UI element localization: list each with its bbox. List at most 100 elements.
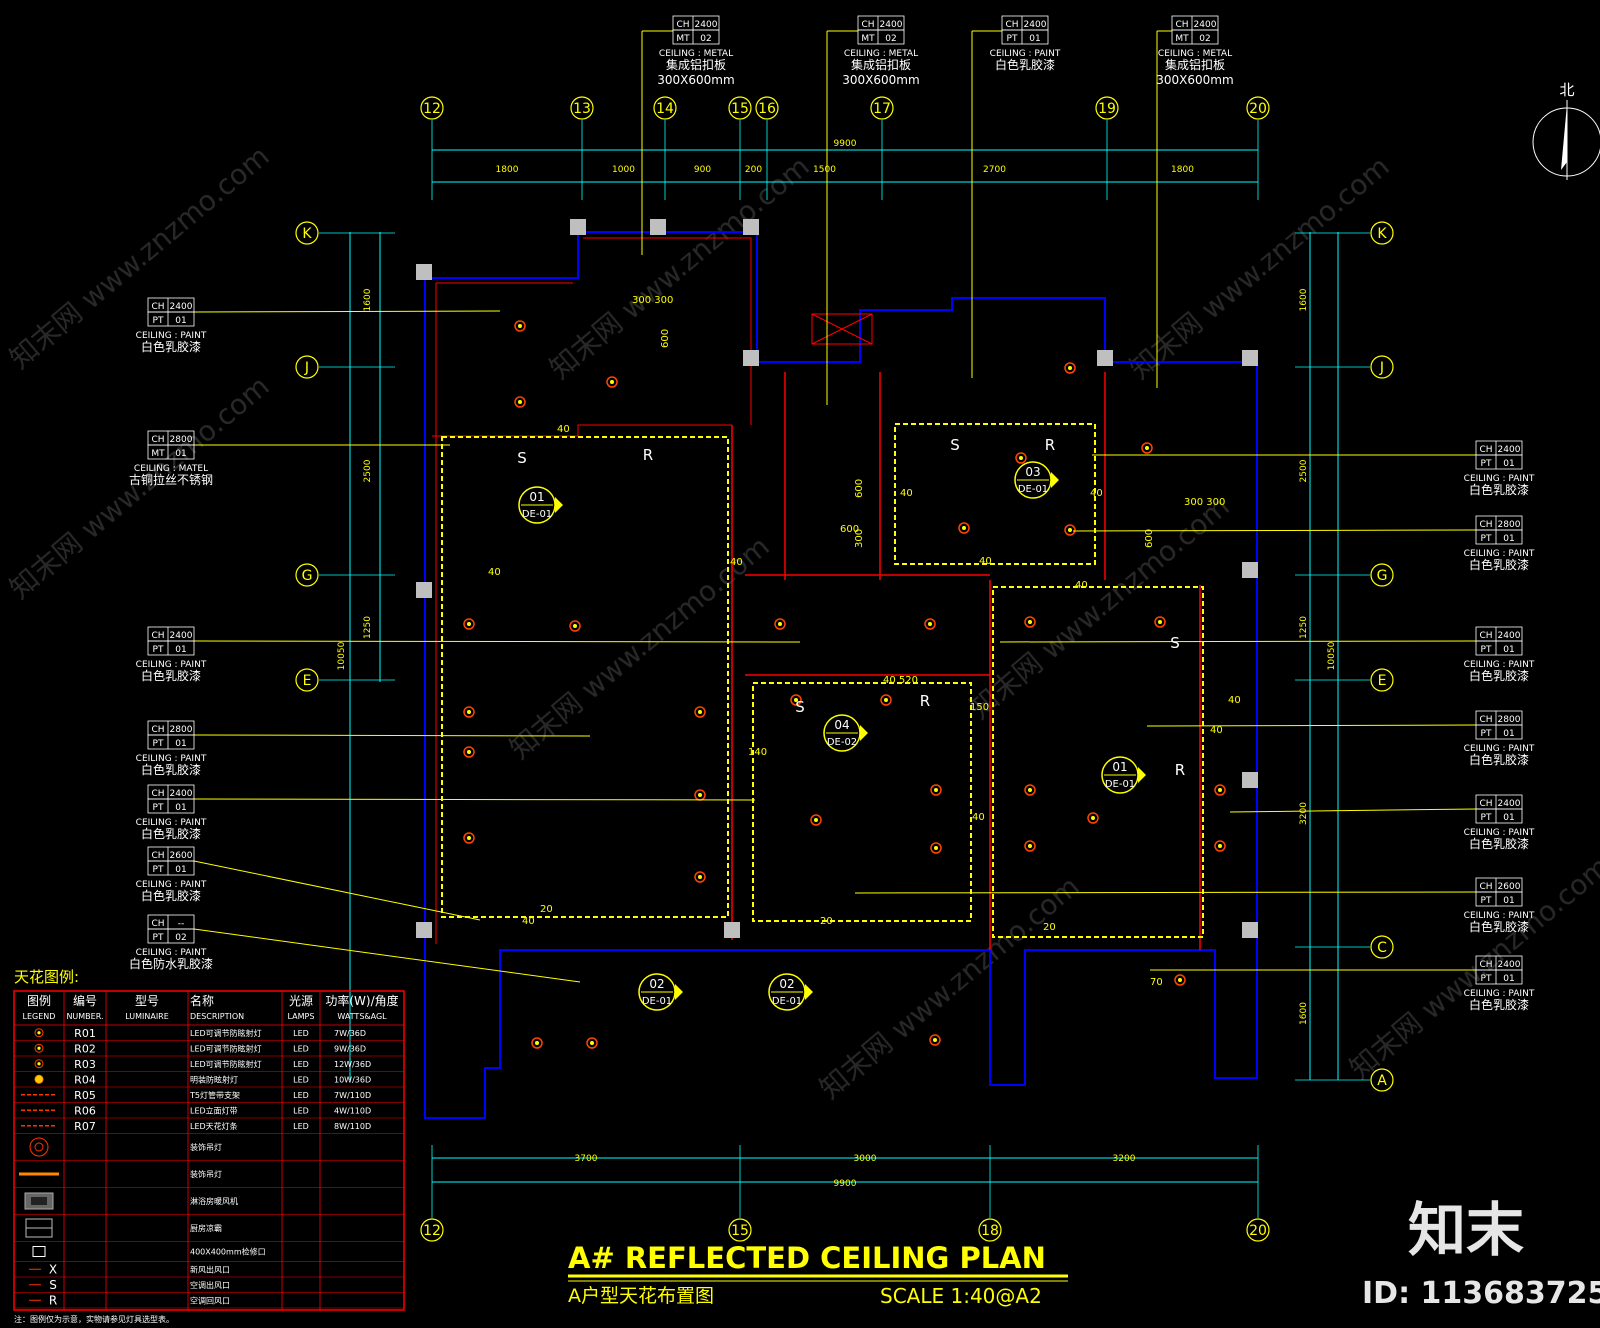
legend-symbol-downlight xyxy=(34,1059,44,1069)
interior-dim: 40 xyxy=(488,567,501,578)
legend-row: 淋浴房暖风机 xyxy=(14,1192,404,1215)
legend-watts: 7W/36D xyxy=(334,1029,366,1038)
callout-ceiling-type: CEILING : PAINT xyxy=(990,49,1061,59)
callout-material-code: 01 xyxy=(1503,645,1514,655)
legend-description: T5灯管带支架 xyxy=(189,1090,240,1100)
callout-ceiling-height: 2800 xyxy=(1498,715,1521,725)
downlight xyxy=(929,1034,941,1046)
grid-bubble-label: G xyxy=(302,568,313,584)
legend-header-en: DESCRIPTION xyxy=(190,1012,244,1021)
image-id: ID: 1136837256 xyxy=(1362,1276,1600,1311)
legend-number: R07 xyxy=(74,1120,96,1133)
dim-top: 1500 xyxy=(813,165,836,175)
downlight xyxy=(463,618,475,630)
legend-header-en: NUMBER. xyxy=(66,1012,103,1021)
legend-description: 淋浴房暖风机 xyxy=(190,1196,238,1206)
ac-vent-label: R xyxy=(643,446,653,464)
detail-sheet-ref: DE-01 xyxy=(1018,484,1048,495)
column xyxy=(1097,350,1113,366)
callout-ceiling-type: CEILING : METAL xyxy=(1158,49,1232,59)
legend-row: 400X400mm检修口 xyxy=(14,1246,404,1262)
legend-symbol-letter: S xyxy=(49,1278,57,1292)
grid-bubble-right: K xyxy=(1370,221,1394,245)
dim-right: 1600 xyxy=(1299,1002,1309,1025)
legend-description: 新风出风口 xyxy=(190,1264,230,1274)
grid-bubble-label: 12 xyxy=(423,101,441,117)
detail-references: 01DE-0103DE-0104DE-0201DE-0102DE-0102DE-… xyxy=(518,461,1146,1011)
legend-symbol-spot xyxy=(34,1074,44,1084)
grid-bubble-left: G xyxy=(295,563,319,587)
callout-ceiling-type: CEILING : PAINT xyxy=(136,660,207,670)
legend-watts: 8W/110D xyxy=(334,1122,371,1131)
callout-ceiling-type: CEILING : PAINT xyxy=(1464,660,1535,670)
grid-bubble-right: C xyxy=(1370,935,1394,959)
legend-lamp: LED xyxy=(293,1091,309,1100)
grid-bubble-label: K xyxy=(1377,226,1387,242)
callout-ch-tag: CH xyxy=(1005,20,1018,30)
interior-dim: 40 xyxy=(557,424,570,435)
north-arrow: 北 xyxy=(1532,81,1600,180)
callout-material-code: 02 xyxy=(700,34,711,44)
callout-material-code: 01 xyxy=(175,316,186,326)
grid-bubble-bottom: 18 xyxy=(978,1218,1002,1242)
legend-description: 装饰吊灯 xyxy=(190,1169,222,1179)
callout-ceiling-type: CEILING : PAINT xyxy=(136,331,207,341)
grid-bubble-top: 15 xyxy=(728,96,752,120)
detail-number: 01 xyxy=(1112,760,1127,774)
callout-ceiling-height: 2400 xyxy=(1498,631,1521,641)
callout-material-code: 01 xyxy=(1503,813,1514,823)
interior-dim: 40 520 xyxy=(883,675,918,686)
callout-ceiling-height: 2400 xyxy=(695,20,718,30)
callout-leaders xyxy=(193,30,1477,983)
legend-description: LED可调节防眩射灯 xyxy=(190,1028,262,1038)
callout-material-cn: 集成铝扣板 xyxy=(851,57,911,72)
grid-bubble-label: 15 xyxy=(731,101,749,117)
legend-header-en: LAMPS xyxy=(288,1012,315,1021)
dim-bottom: 3000 xyxy=(854,1154,877,1164)
downlight xyxy=(531,1037,543,1049)
callout-ceiling-type: CEILING : PAINT xyxy=(1464,744,1535,754)
title-block: A# REFLECTED CEILING PLAN A户型天花布置图 SCALE… xyxy=(568,1241,1068,1308)
column xyxy=(743,219,759,235)
callout-material-code: 01 xyxy=(175,865,186,875)
callout-material-code: 01 xyxy=(1503,974,1514,984)
interior-dim: 20 xyxy=(1043,922,1056,933)
legend-description: 明装防眩射灯 xyxy=(190,1074,238,1084)
dim-top: 200 xyxy=(745,165,762,175)
callout-material-code: 01 xyxy=(175,449,186,459)
interior-dim: 600 xyxy=(660,329,671,348)
callout-ch-tag: CH xyxy=(151,631,164,641)
interior-dim: 600 xyxy=(840,524,859,535)
grid-bubble-label: 19 xyxy=(1098,101,1116,117)
grid-bubble-label: 20 xyxy=(1249,101,1267,117)
legend-description: 厨房凉霸 xyxy=(190,1223,222,1233)
callout-material-tag: PT xyxy=(1481,896,1492,906)
callout-ch-tag: CH xyxy=(151,435,164,445)
legend-row: 装饰吊灯 xyxy=(14,1137,404,1161)
interior-dim: 300 xyxy=(854,529,865,548)
callout-ceiling-height: 2400 xyxy=(1498,445,1521,455)
callout-ceiling-type: CEILING : PAINT xyxy=(1464,474,1535,484)
callout-ceiling-type: CEILING : PAINT xyxy=(136,754,207,764)
callout-material-cn: 白色防水乳胶漆 xyxy=(129,956,213,971)
callout-material-code: 01 xyxy=(1029,34,1040,44)
callout-ceiling-type: CEILING : PAINT xyxy=(136,818,207,828)
downlight xyxy=(810,814,822,826)
dim-right: 1600 xyxy=(1299,288,1309,311)
callout-size: 300X600mm xyxy=(842,73,919,87)
callout-material-tag: PT xyxy=(1481,729,1492,739)
legend-row: 厨房凉霸 xyxy=(14,1218,404,1242)
callout-material-cn: 白色乳胶漆 xyxy=(141,826,201,841)
downlight xyxy=(924,618,936,630)
callout-material-cn: 白色乳胶漆 xyxy=(1469,836,1529,851)
legend-header-cn: 功率(W)/角度 xyxy=(325,993,398,1008)
